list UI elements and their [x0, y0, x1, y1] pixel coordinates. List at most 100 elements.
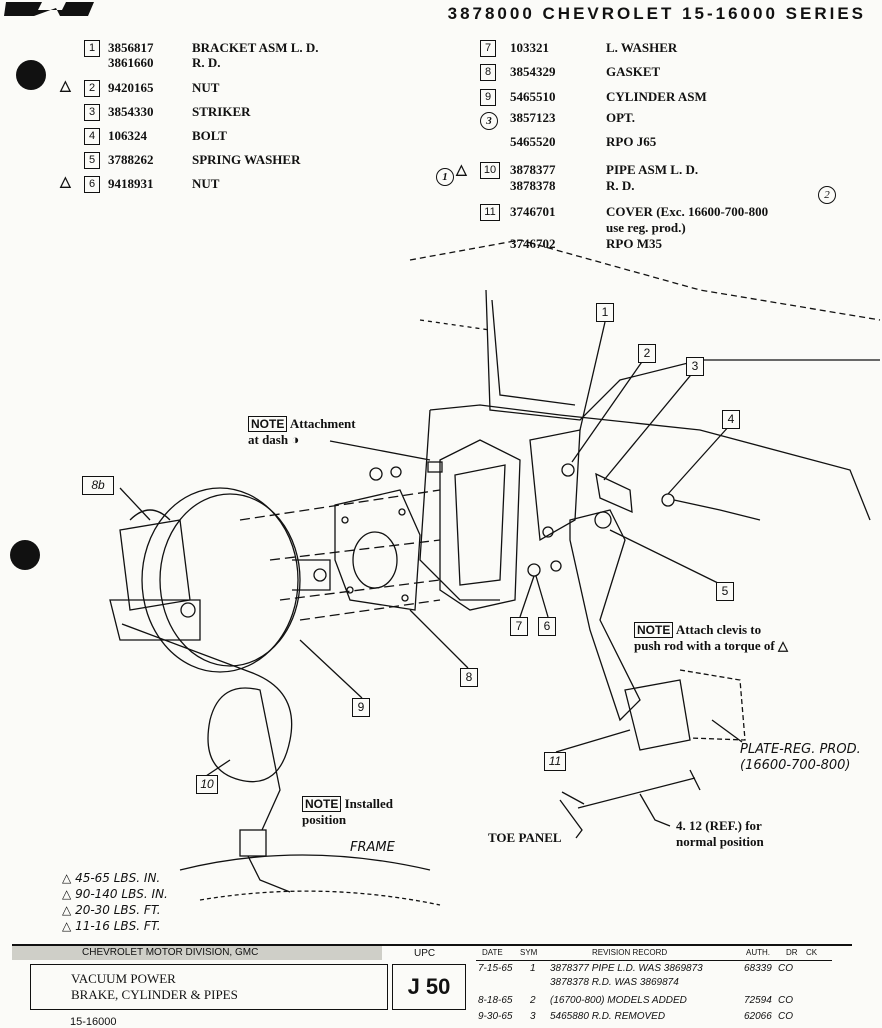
ref-box: 2 [84, 80, 100, 97]
part-desc: STRIKER [192, 104, 251, 119]
part-desc: L. WASHER [606, 40, 678, 55]
rev-auth: 68339 [744, 963, 772, 974]
toe-panel-label: TOE PANEL [488, 830, 562, 845]
part-row: 8 3854329 GASKET [480, 64, 830, 84]
part-number: 5465510 [510, 89, 556, 104]
part-number: 3857123 [510, 110, 556, 125]
note-text: Installed [344, 796, 393, 811]
part-desc: RPO M35 [606, 236, 662, 251]
torque-value: 90-140 LBS. IN. [75, 887, 168, 901]
part-desc: NUT [192, 80, 220, 95]
part-number: 103321 [510, 40, 549, 55]
part-row: 1 3856817 3861660 BRACKET ASM L. D. R. D… [60, 40, 360, 72]
ref-box: 1 [84, 40, 100, 57]
ref-box: 3 [84, 104, 100, 121]
torque-triangle-icon: △ [62, 871, 72, 885]
part-desc: R. D. [606, 178, 635, 193]
callout-8: 8 [460, 668, 478, 687]
rev-text: 3878378 R.D. WAS 3869874 [550, 977, 679, 988]
part-number: 3854329 [510, 64, 556, 79]
callout-8b: 8b [82, 476, 114, 495]
ref-dimension-text: normal position [676, 834, 764, 849]
binder-hole [10, 540, 40, 570]
torque-row: △ 45-65 LBS. IN. [62, 870, 168, 886]
part-number: 3878378 [510, 178, 556, 193]
revision-row: 3878378 R.D. WAS 3869874 [478, 977, 834, 991]
part-number: 3861660 [108, 55, 154, 70]
part-row: 3 3857123 OPT. 5465520 RPO J65 [480, 110, 830, 150]
torque-triangle-icon: △ [60, 175, 71, 190]
part-desc: GASKET [606, 64, 661, 79]
callout-2: 2 [638, 344, 656, 363]
name-box: VACUUM POWER BRAKE, CYLINDER & PIPES [30, 964, 388, 1010]
part-row: 4 106324 BOLT [60, 128, 360, 148]
torque-triangle-icon: △ [60, 79, 71, 94]
part-desc: COVER (Exc. 16600-700-800 [606, 204, 769, 219]
torque-triangle-icon: △ [62, 903, 72, 917]
rev-date: 9-30-65 [478, 1011, 513, 1022]
note-attach-clevis: NOTE Attach clevis to push rod with a to… [634, 622, 788, 654]
col-ck: CK [806, 948, 818, 957]
rev-auth: 72594 [744, 995, 772, 1006]
division-text: CHEVROLET MOTOR DIVISION, GMC [82, 947, 259, 958]
note-text: position [302, 812, 347, 827]
part-number: 9420165 [108, 80, 154, 95]
note-attachment-at-dash: NOTE Attachment at dash ◑ [248, 416, 356, 448]
ref-box: 4 [84, 128, 100, 145]
ref-box: 6 [84, 176, 100, 193]
callout-9: 9 [352, 698, 370, 717]
part-number: 3878377 [510, 162, 556, 177]
col-auth: AUTH. [746, 948, 770, 957]
part-desc: NUT [192, 176, 220, 191]
part-row: 3 3854330 STRIKER [60, 104, 360, 124]
ref-dimension-text: 4. 12 (REF.) for [676, 818, 762, 833]
col-date: DATE [482, 948, 503, 957]
option-circle: 1 [436, 168, 454, 186]
revision-rows: 7-15-65 1 3878377 PIPE L.D. WAS 3869873 … [476, 960, 832, 1027]
upc-code: J 50 [392, 964, 466, 1010]
part-row: △ 6 9418931 NUT [60, 175, 360, 196]
note-text: Attach clevis to [675, 622, 762, 637]
division-bar: CHEVROLET MOTOR DIVISION, GMC [12, 946, 382, 960]
ref-box: 8 [480, 64, 496, 81]
part-desc: use reg. prod.) [606, 220, 686, 235]
note-tag: NOTE [302, 796, 342, 812]
ref-box: 7 [480, 40, 496, 57]
part-desc: PIPE ASM L. D. [606, 162, 699, 177]
torque-value: 45-65 LBS. IN. [75, 871, 161, 885]
rev-sym: 3 [530, 1011, 536, 1022]
part-row: 7 103321 L. WASHER [480, 40, 830, 60]
part-number: 3854330 [108, 104, 154, 119]
part-desc: OPT. [606, 110, 636, 125]
part-row: △ 2 9420165 NUT [60, 79, 360, 100]
callout-11: 11 [544, 752, 566, 771]
callout-4: 4 [722, 410, 740, 429]
part-row: 11 3746701 COVER (Exc. 16600-700-800 use… [480, 204, 840, 260]
part-number: 3856817 [108, 40, 154, 55]
frame-label: FRAME [350, 840, 395, 855]
torque-triangle-icon: △ [778, 638, 788, 653]
note-installed-position: NOTE Installed position [302, 796, 393, 828]
rev-dr: CO [778, 963, 793, 974]
ref-dimension-label: 4. 12 (REF.) for normal position [676, 818, 764, 850]
plate-text: (16600-700-800) [740, 758, 851, 773]
plate-text: PLATE-REG. PROD. [740, 742, 861, 757]
torque-row: △ 20-30 LBS. FT. [62, 902, 168, 918]
plate-label: PLATE-REG. PROD. (16600-700-800) [740, 742, 861, 774]
callout-1: 1 [596, 303, 614, 322]
part-row: 9 5465510 CYLINDER ASM [480, 89, 830, 109]
option-circle: 3 [480, 112, 498, 130]
part-desc: BRACKET ASM L. D. [192, 40, 319, 55]
series-text: 15-16000 [70, 1016, 117, 1028]
part-desc: SPRING WASHER [192, 152, 301, 167]
rev-text: (16700-800) MODELS ADDED [550, 995, 687, 1006]
part-desc: RPO J65 [606, 134, 657, 149]
rev-dr: CO [778, 995, 793, 1006]
rev-text: 5465880 R.D. REMOVED [550, 1011, 666, 1022]
torque-row: △ 90-140 LBS. IN. [62, 886, 168, 902]
title-block: CHEVROLET MOTOR DIVISION, GMC UPC VACUUM… [12, 944, 852, 1028]
callout-5: 5 [716, 582, 734, 601]
torque-value: 11-16 LBS. FT. [75, 919, 161, 933]
col-rev: REVISION RECORD [592, 948, 668, 957]
